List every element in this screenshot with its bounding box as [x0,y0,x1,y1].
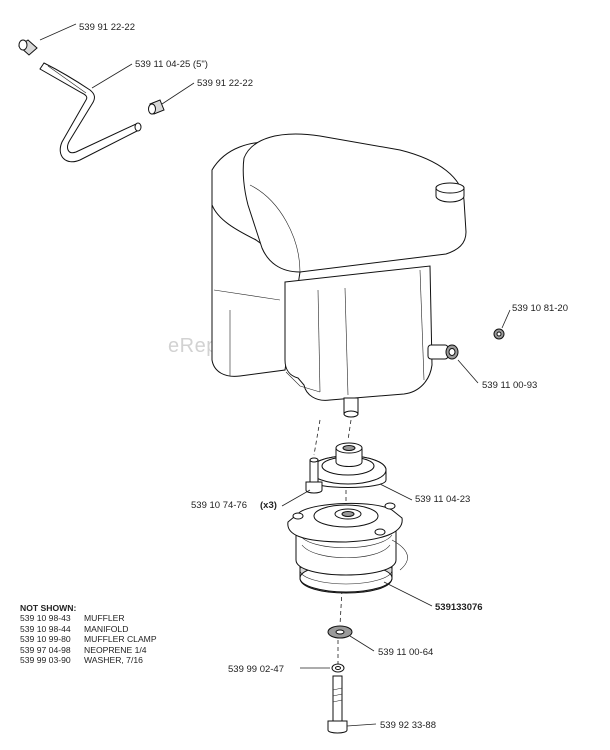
not-shown-name: MANIFOLD [84,623,129,634]
callout-539-91-22-22-top: 539 91 22-22 [79,22,135,33]
callout-labels: 539 91 22-22 539 11 04-25 (5") 539 91 22… [79,22,568,731]
callout-539-11-00-64: 539 11 00-64 [378,647,433,658]
spacer[interactable] [327,625,353,639]
callout-539-92-33-88: 539 92 33-88 [380,720,436,731]
callout-539133076: 539133076 [435,602,483,613]
clutch-bolt[interactable] [327,675,348,734]
pulley[interactable] [309,442,387,488]
not-shown-number: 539 10 98-43 [20,613,71,624]
not-shown-number: 539 10 98-44 [20,623,71,634]
not-shown-item: 539 10 99-80 MUFFLER CLAMP [20,634,157,644]
not-shown-name: MUFFLER [84,613,125,624]
not-shown-name: MUFFLER CLAMP [84,634,157,645]
hose-clamp-bottom[interactable] [148,99,165,115]
side-fitting[interactable] [427,344,459,360]
lock-washer[interactable] [331,663,345,673]
assembly-axis [347,419,352,441]
engine[interactable] [211,133,467,418]
crankshaft-stub [343,397,359,418]
nut[interactable] [493,328,505,340]
callout-539-11-04-25: 539 11 04-25 (5") [135,59,208,70]
not-shown-item: 539 99 03-90 WASHER, 7/16 [20,655,157,665]
callout-539-91-22-22-bottom: 539 91 22-22 [197,78,253,89]
not-shown-item: 539 10 98-44 MANIFOLD [20,624,157,634]
callout-qty-x3: (x3) [260,500,277,511]
not-shown-heading: NOT SHOWN: [20,603,77,613]
callout-539-11-04-23: 539 11 04-23 [415,494,470,505]
callout-539-99-02-47: 539 99 02-47 [228,664,284,675]
not-shown-name: WASHER, 7/16 [84,655,143,666]
electric-clutch[interactable] [287,502,408,594]
not-shown-number: 539 10 99-80 [20,634,71,645]
leader-lines [39,23,511,727]
callout-539-10-81-20: 539 10 81-20 [512,303,568,314]
oil-fill-cap[interactable] [435,182,465,203]
callout-539-11-00-93: 539 11 00-93 [482,380,537,391]
breather-hose[interactable] [39,62,142,163]
not-shown-number: 539 97 04-98 [20,644,71,655]
callout-539-10-74-76: 539 10 74-76 [191,500,247,511]
not-shown-number: 539 99 03-90 [20,655,71,666]
not-shown-list: NOT SHOWN: 539 10 98-43 MUFFLER 539 10 98… [20,603,157,665]
not-shown-item: 539 10 98-43 MUFFLER [20,613,157,623]
not-shown-item: 539 97 04-98 NEOPRENE 1/4 [20,645,157,655]
not-shown-name: NEOPRENE 1/4 [84,644,147,655]
hose-clamp-top[interactable] [18,39,38,56]
